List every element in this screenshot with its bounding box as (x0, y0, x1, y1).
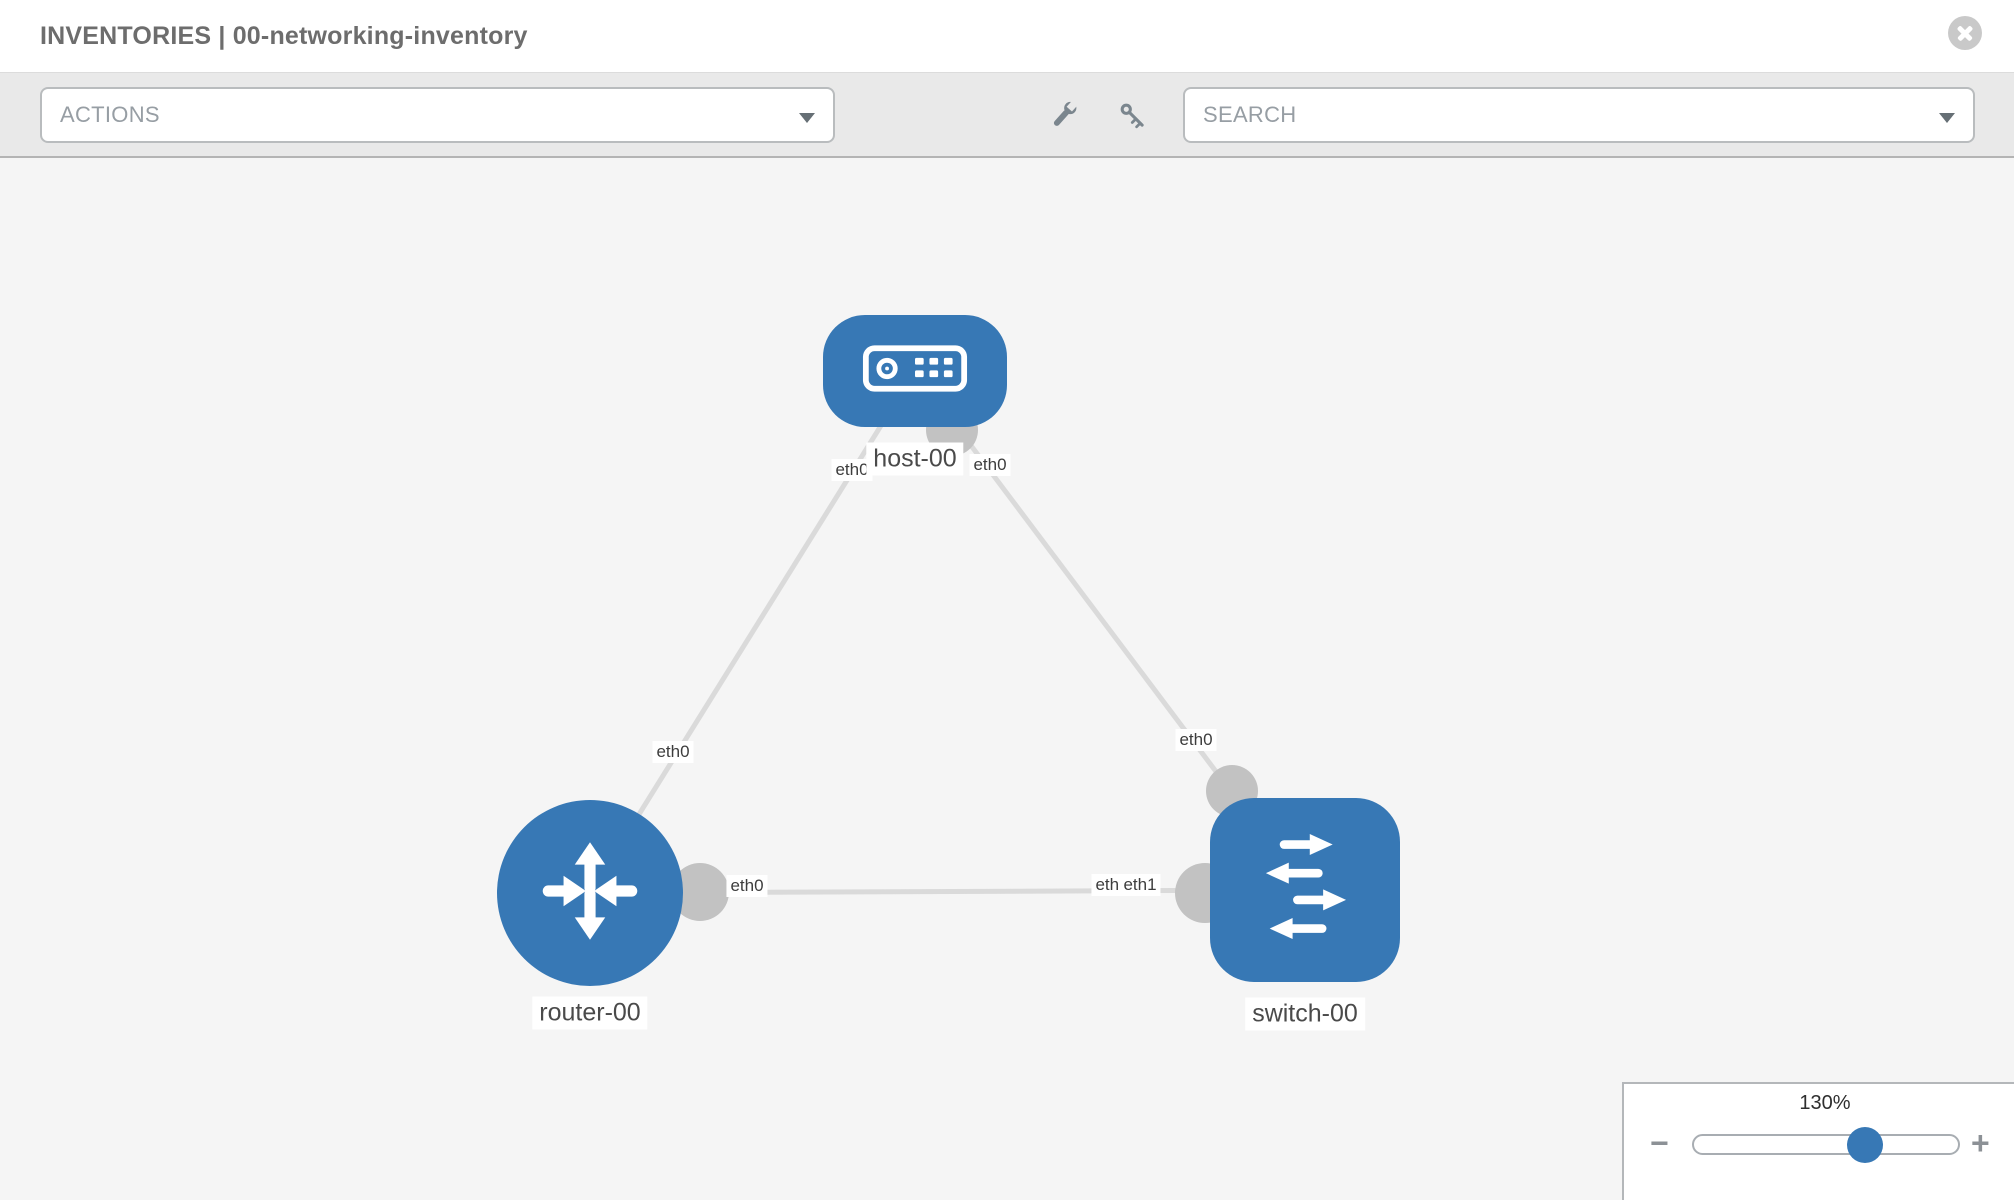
link-router-00-host-00 (587, 369, 918, 895)
switch-icon (1242, 833, 1368, 947)
zoom-slider-handle[interactable] (1846, 1127, 1883, 1163)
configure-button[interactable] (1046, 97, 1082, 133)
node-router-00[interactable] (497, 800, 683, 986)
node-label-switch-00: switch-00 (1245, 997, 1365, 1031)
search-dropdown-label: SEARCH (1203, 102, 1297, 127)
search-dropdown[interactable]: SEARCH (1183, 87, 1975, 143)
zoom-in-button[interactable]: + (1971, 1125, 1990, 1161)
toolbar: ACTIONS (0, 72, 2014, 158)
zoom-slider-track[interactable] (1692, 1134, 1960, 1155)
interface-label: eth0 (726, 875, 768, 897)
interface-dot-router-00 (671, 863, 729, 921)
zoom-panel: 130% − + (1622, 1082, 2014, 1200)
node-label-host-00: host-00 (866, 442, 964, 476)
interface-label: eth0 (652, 741, 694, 763)
key-icon (1116, 103, 1150, 137)
interface-label: eth0 (1175, 729, 1217, 751)
actions-dropdown[interactable]: ACTIONS (40, 87, 835, 143)
close-button[interactable] (1948, 16, 1982, 50)
page-title: INVENTORIES | 00-networking-inventory (40, 21, 528, 50)
wrench-icon (1046, 101, 1082, 137)
interface-label: eth1 (1119, 874, 1161, 896)
topology-links-layer (587, 369, 1307, 923)
interface-label: eth0 (831, 459, 873, 481)
router-icon (529, 830, 651, 957)
host-icon (862, 344, 968, 398)
header: INVENTORIES | 00-networking-inventory (0, 0, 2014, 72)
credentials-button[interactable] (1116, 97, 1152, 133)
zoom-out-button[interactable]: − (1650, 1125, 1669, 1161)
node-host-00[interactable] (823, 315, 1007, 427)
chevron-down-icon (1939, 113, 1955, 123)
node-switch-00[interactable] (1210, 798, 1400, 982)
zoom-level-value: 130% (1799, 1092, 1851, 1114)
actions-dropdown-label: ACTIONS (60, 102, 160, 127)
interface-label: eth0 (969, 454, 1011, 476)
chevron-down-icon (799, 113, 815, 123)
node-label-router-00: router-00 (532, 996, 648, 1030)
